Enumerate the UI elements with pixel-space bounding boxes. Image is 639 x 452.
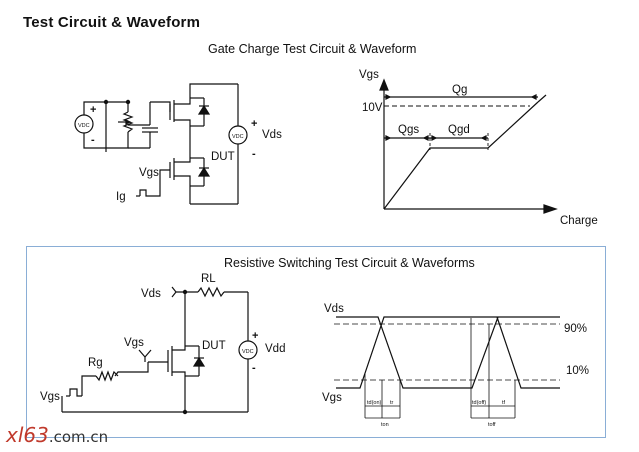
tf-label: tf — [502, 400, 506, 406]
tr-label: tr — [390, 400, 394, 406]
resistive-switching-circuit: Vds RL VDC + - Vdd DUT Vgs Rg — [40, 273, 285, 415]
vdc-left-label: VDC — [78, 123, 90, 129]
vgs-wave-label: Vgs — [322, 392, 342, 404]
rl-label: RL — [201, 273, 216, 285]
vdd-label: Vdd — [265, 343, 285, 355]
vds-wave-label: Vds — [324, 303, 344, 315]
rg-label: Rg — [88, 357, 103, 369]
qgd-label: Qgd — [448, 124, 470, 136]
vdc-right-label: VDC — [232, 134, 244, 140]
resistive-switching-panel — [26, 246, 606, 438]
qgs-label: Qgs — [398, 124, 419, 136]
vgs-gate-label: Vgs — [124, 337, 144, 349]
vgs-label: Vgs — [139, 167, 159, 179]
rg-resistor — [95, 370, 119, 382]
rl-resistor — [197, 286, 225, 298]
watermark-logo: xl63.com.cn — [6, 423, 108, 447]
minus-sign: - — [91, 134, 95, 146]
vds-label: Vds — [262, 129, 282, 141]
switching-waveforms: Vds Vgs 90% 10% td(on) tr ton td(off) tf… — [322, 303, 589, 428]
plus-sign: + — [90, 104, 96, 116]
resistive-switching-title: Resistive Switching Test Circuit & Wavef… — [224, 256, 475, 270]
plus-sign-vdd: + — [252, 330, 258, 342]
10pct-label: 10% — [566, 365, 589, 377]
charge-axis-label: Charge — [560, 215, 598, 227]
minus-sign-right: - — [252, 148, 256, 160]
rs-dut-label: DUT — [202, 340, 226, 352]
page-title: Test Circuit & Waveform — [23, 14, 201, 31]
ig-pulse-icon — [139, 189, 152, 197]
gate-charge-circuit: VDC + - — [74, 83, 282, 205]
dut-label: DUT — [211, 151, 235, 163]
90pct-label: 90% — [564, 323, 587, 335]
plus-sign-right: + — [251, 118, 257, 130]
gate-charge-curve — [383, 101, 539, 210]
vgs-input-label: Vgs — [40, 391, 60, 403]
gate-charge-waveform: Vgs Charge 10V Qg Qgs Qgd — [359, 69, 598, 227]
watermark-domain: .com.cn — [48, 428, 109, 446]
td-off-label: td(off) — [472, 400, 486, 406]
toff-label: toff — [488, 422, 496, 428]
td-on-label: td(on) — [367, 400, 382, 406]
ton-label: ton — [381, 422, 389, 428]
vds-terminal-label: Vds — [141, 288, 161, 300]
ig-label: Ig — [116, 191, 126, 203]
vgs-pulse-icon — [69, 388, 82, 397]
qg-label: Qg — [452, 84, 467, 96]
vgs-axis-label: Vgs — [359, 69, 379, 81]
vds-waveform — [336, 316, 560, 389]
watermark-brand: xl63 — [6, 423, 49, 447]
gate-charge-title: Gate Charge Test Circuit & Waveform — [208, 42, 417, 56]
vdc-source-label: VDC — [242, 349, 254, 355]
minus-sign-vdd: - — [252, 362, 256, 374]
10v-label: 10V — [362, 102, 383, 114]
vgs-waveform — [336, 316, 560, 389]
